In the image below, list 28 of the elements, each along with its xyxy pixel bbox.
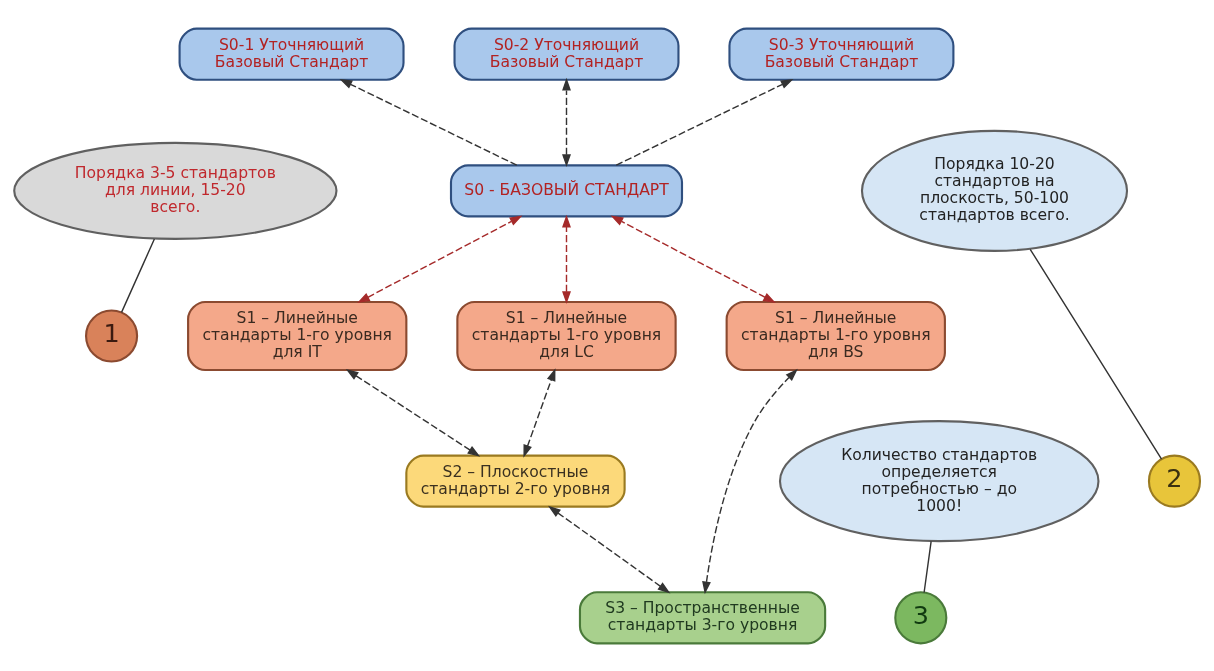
connector [120, 237, 156, 313]
node-box: S3 – Пространственные стандарты 3-го уровня [578, 590, 827, 644]
arrow [357, 215, 523, 303]
node-box: S1 – Линейные стандарты 1-го уровня для BS [725, 300, 946, 371]
node-box: S1 – Линейные стандарты 1-го уровня для LC [456, 300, 677, 371]
node-ellipse: Порядка 10-20 стандартов на плоскость, 50-100 стандартов всего. [860, 129, 1129, 252]
node-circle: 3 [894, 590, 948, 644]
arrow [523, 367, 556, 458]
node-box: S2 – Плоскостные стандарты 2-го уровня [405, 454, 626, 508]
arrow [562, 214, 571, 304]
arrow [339, 78, 518, 166]
arrow [345, 368, 481, 457]
arrow [562, 77, 571, 167]
connector [923, 540, 932, 593]
node-box: S1 – Линейные стандарты 1-го уровня для IT [187, 300, 408, 371]
node-ellipse: Порядка 3-5 стандартов для линии, 15-20 всего. [13, 141, 338, 240]
arrow [702, 368, 798, 594]
arrow [610, 215, 776, 303]
arrow [548, 505, 671, 593]
connector [1029, 248, 1163, 460]
node-box: S0-3 Уточняющий Базовый Стандарт [728, 27, 955, 81]
node-box: S0-2 Уточняющий Базовый Стандарт [453, 27, 680, 81]
node-ellipse: Количество стандартов определяется потребностью – до 1000! [778, 419, 1100, 542]
node-circle: 1 [85, 308, 139, 363]
node-circle: 2 [1147, 454, 1202, 508]
arrow [615, 78, 794, 166]
node-box: S0 - БАЗОВЫЙ СТАНДАРТ [449, 163, 684, 217]
node-box: S0-1 Уточняющий Базовый Стандарт [178, 27, 405, 81]
